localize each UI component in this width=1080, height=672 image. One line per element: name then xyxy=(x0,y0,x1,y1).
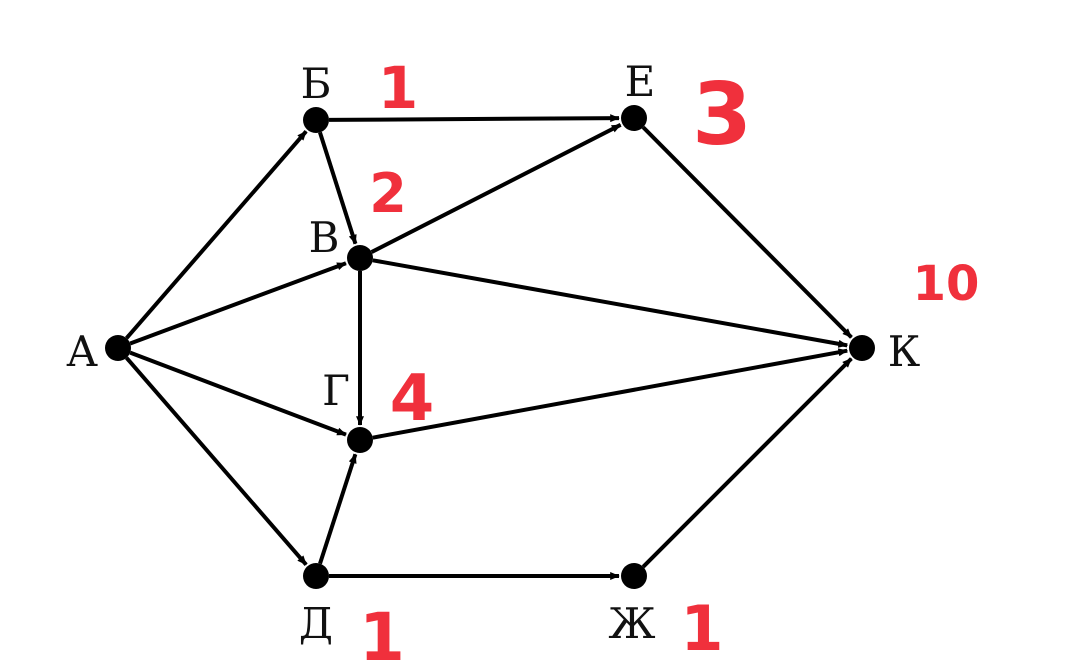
path-counts-layer: 1 2 3 4 10 1 1 xyxy=(359,54,979,672)
path-count-B: 1 xyxy=(378,54,418,122)
edge-A-to-D xyxy=(125,356,308,566)
vertex-label-Zh: Ж xyxy=(608,599,655,648)
edge-A-to-V xyxy=(129,261,347,346)
labels-layer: А Б В Г Д Е Ж К xyxy=(66,57,921,648)
edge-V-to-E xyxy=(370,123,622,254)
path-count-D: 1 xyxy=(359,599,405,672)
edges-layer xyxy=(125,114,853,580)
vertex-E xyxy=(621,105,647,131)
vertex-D xyxy=(303,563,329,589)
edge-A-to-G xyxy=(129,350,347,437)
edge-G-to-K xyxy=(372,348,849,440)
vertex-label-B: Б xyxy=(301,59,332,108)
vertex-label-G: Г xyxy=(322,366,350,415)
edge-E-to-K xyxy=(641,125,853,339)
vertex-K xyxy=(849,335,875,361)
path-count-G: 4 xyxy=(390,362,435,436)
vertex-label-K: К xyxy=(888,327,921,376)
vertex-label-A: А xyxy=(66,327,98,376)
vertex-label-V: В xyxy=(309,213,340,262)
path-count-K: 10 xyxy=(913,256,980,312)
vertex-label-D: Д xyxy=(299,599,333,648)
edge-B-to-V xyxy=(318,131,358,245)
edge-B-to-E xyxy=(328,114,620,123)
vertex-G xyxy=(347,427,373,453)
edge-V-to-K xyxy=(372,258,849,348)
vertex-Zh xyxy=(621,563,647,589)
edge-Zh-to-K xyxy=(641,357,853,569)
path-count-V: 2 xyxy=(369,162,407,225)
vertex-label-E: Е xyxy=(625,57,656,106)
path-count-Zh: 1 xyxy=(680,592,723,665)
vertex-V xyxy=(347,245,373,271)
vertex-B xyxy=(303,107,329,133)
path-count-E: 3 xyxy=(692,65,752,165)
edge-D-to-G xyxy=(318,453,358,565)
vertex-A xyxy=(105,335,131,361)
nodes-layer xyxy=(105,105,875,589)
edge-A-to-B xyxy=(125,130,308,340)
